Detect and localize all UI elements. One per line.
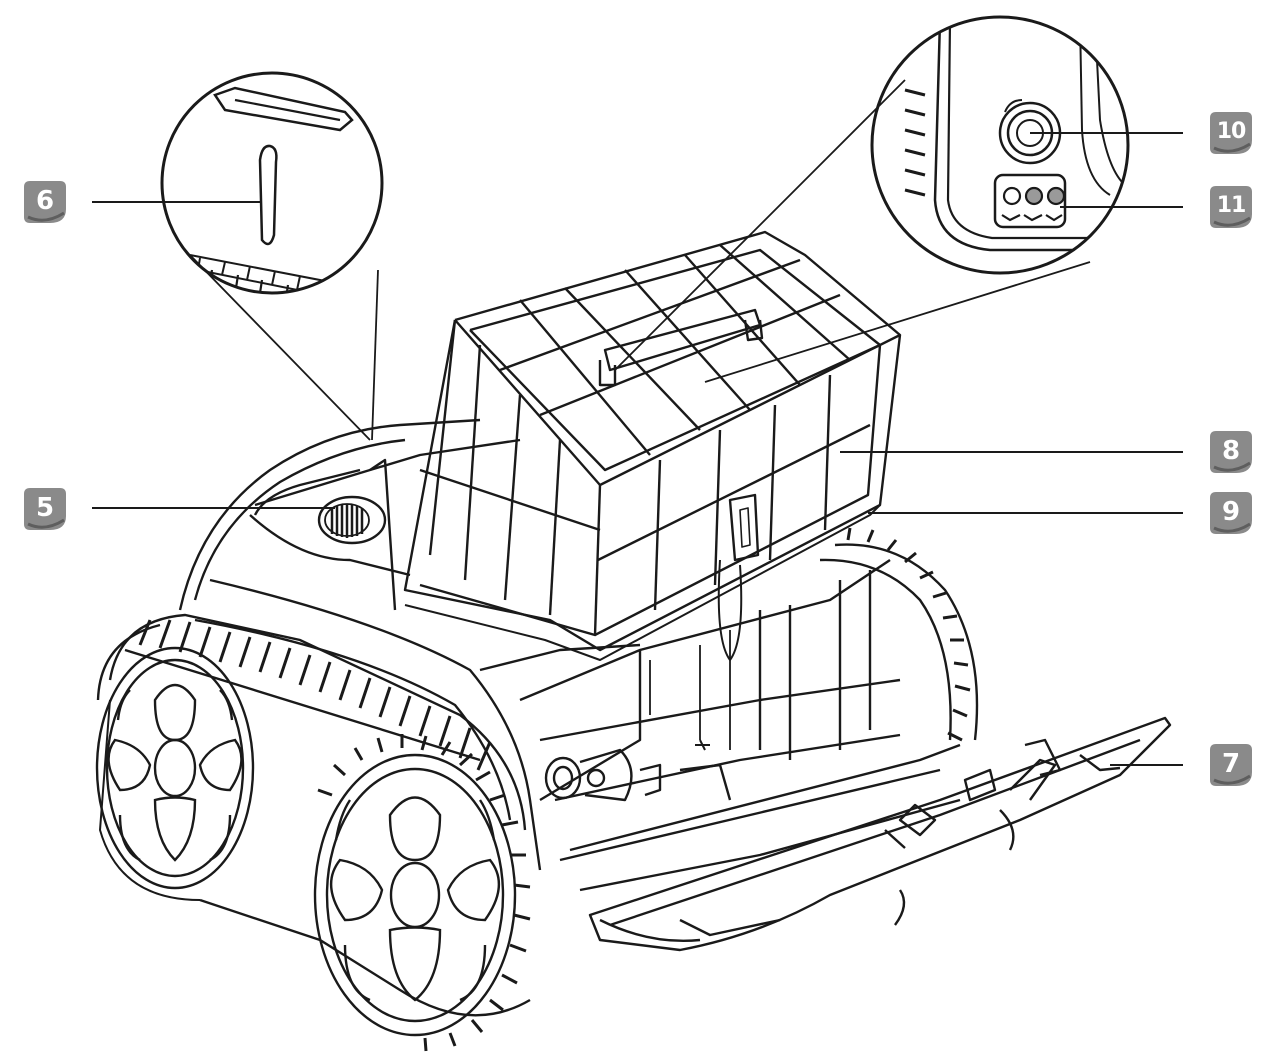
basket-handle — [598, 308, 764, 387]
status-lights-11 — [993, 173, 1067, 229]
detail-connector-left — [189, 254, 379, 441]
detail-circle-left — [160, 71, 384, 295]
front-flap-7 — [588, 716, 1172, 952]
detail-connector-right — [614, 79, 1091, 383]
cleaner-body — [178, 418, 961, 943]
power-button-10 — [998, 99, 1062, 165]
leader-lines — [92, 132, 1183, 766]
motor — [544, 748, 633, 802]
roller-knob-5 — [317, 495, 387, 545]
front-wheel — [313, 734, 531, 1052]
filter-basket-8 — [403, 230, 902, 661]
detail-circle-right — [870, 15, 1130, 275]
right-track — [819, 527, 979, 742]
basket-latch — [717, 493, 760, 661]
rear-wheel — [95, 646, 255, 890]
indicator-slot-6 — [258, 144, 278, 246]
left-track — [96, 613, 531, 1017]
